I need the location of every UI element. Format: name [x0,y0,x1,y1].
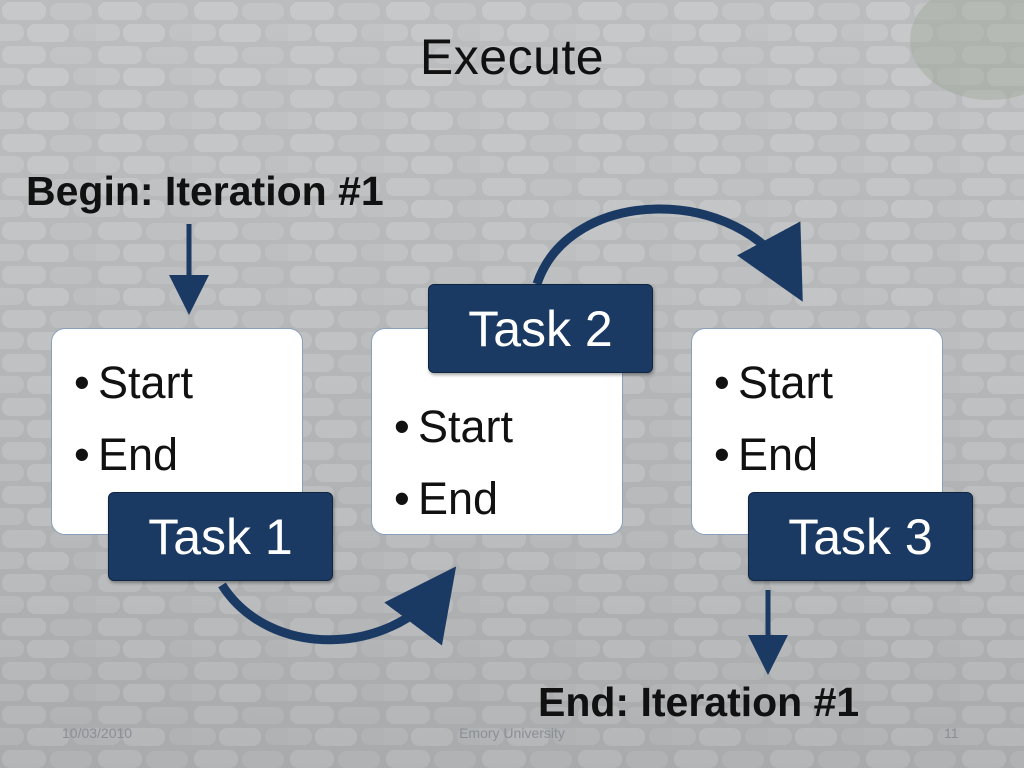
footer-date: 10/03/2010 [62,725,133,741]
task-3-start-text: Start [738,357,834,408]
task-2-end-text: End [418,473,499,524]
bullet-icon: • [714,357,730,408]
task-1-start-item: •Start [74,347,193,419]
task-2-start-item: •Start [394,391,513,463]
page-number: 11 [944,725,959,741]
slide-title: Execute [419,29,605,85]
task-3-box: Task 3 [748,492,973,581]
task-1-end-text: End [98,429,179,480]
bullet-icon: • [74,429,90,480]
bullet-icon: • [394,401,410,452]
task-3-end-text: End [738,429,819,480]
bullet-icon: • [394,473,410,524]
task-2-box: Task 2 [428,284,653,373]
bullet-icon: • [74,357,90,408]
task-1-card: •Start •End [51,328,303,535]
task-2-start-text: Start [418,401,514,452]
task-2-end-item: •End [394,463,513,535]
task-1-box: Task 1 [108,492,333,581]
footer-organization: Emory University [459,725,565,741]
task-3-start-item: •Start [714,347,833,419]
task-3-checklist: •Start •End [714,347,833,491]
task-2-checklist: •Start •End [394,391,513,535]
begin-iteration-label: Begin: Iteration #1 [26,168,384,214]
task-1-start-text: Start [98,357,194,408]
task-1-end-item: •End [74,419,193,491]
task-3-end-item: •End [714,419,833,491]
bullet-icon: • [714,429,730,480]
end-iteration-label: End: Iteration #1 [538,679,860,725]
task-1-checklist: •Start •End [74,347,193,491]
